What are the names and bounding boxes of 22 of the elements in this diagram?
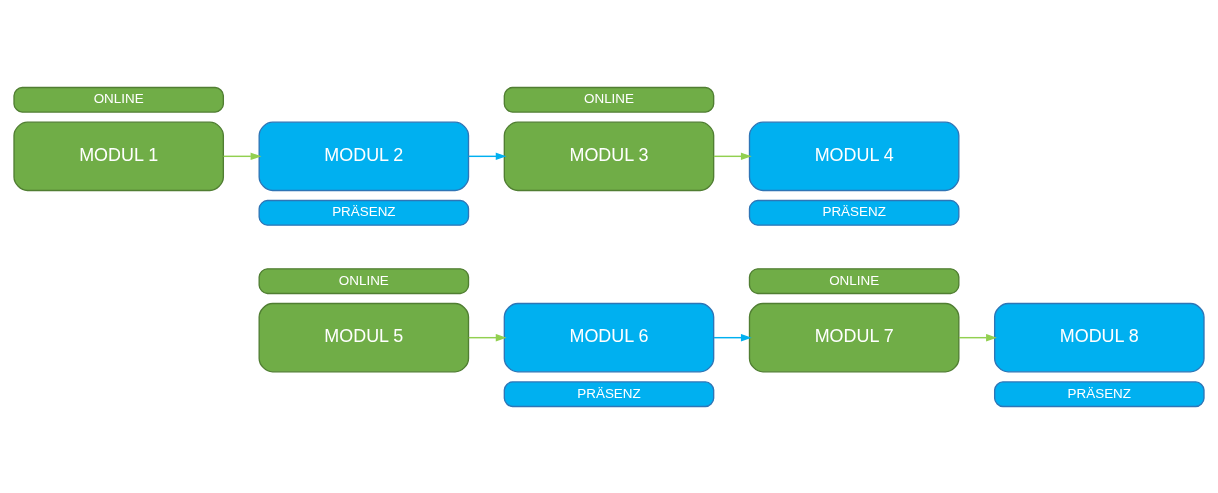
node-box: PRÄSENZ (258, 199, 470, 226)
node-box: MODUL 4 (748, 121, 960, 191)
arrow (467, 333, 507, 341)
node-box: MODUL 8 (994, 302, 1205, 372)
node-box: ONLINE (503, 86, 715, 113)
node-box: MODUL 7 (748, 302, 960, 372)
arrow (713, 152, 752, 160)
node-box: MODUL 6 (503, 302, 715, 372)
node-box: PRÄSENZ (748, 199, 960, 226)
node-box: PRÄSENZ (994, 380, 1205, 407)
arrow (467, 152, 507, 160)
node-box: MODUL 2 (258, 121, 470, 191)
node-box: ONLINE (748, 267, 960, 294)
node-box: MODUL 1 (13, 121, 224, 191)
node-box: MODUL 3 (503, 121, 715, 191)
node-box: ONLINE (13, 86, 224, 113)
node-box: PRÄSENZ (503, 380, 715, 407)
arrow (958, 333, 997, 341)
arrow (713, 333, 752, 341)
node-box: ONLINE (258, 267, 470, 294)
arrow (222, 152, 262, 160)
node-box: MODUL 5 (258, 302, 470, 372)
